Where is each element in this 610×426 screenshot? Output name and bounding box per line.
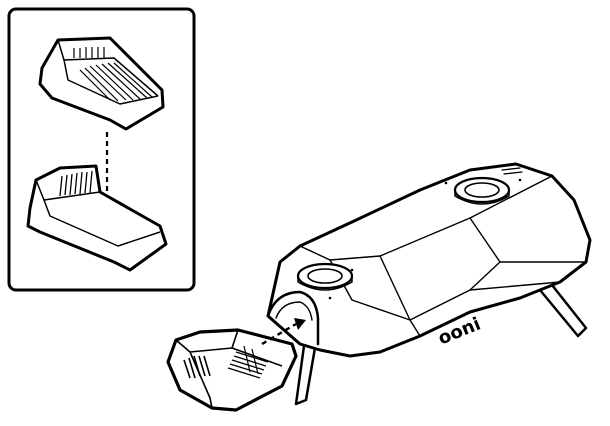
oven-front-leg <box>294 340 318 406</box>
main-insert-arrow <box>261 318 306 346</box>
front-chimney-port <box>296 262 354 291</box>
fuel-grate-part <box>38 36 165 131</box>
fuel-tray-part <box>26 164 168 272</box>
grate-slots <box>73 47 153 102</box>
pizza-oven <box>266 162 592 406</box>
main-tray-vents <box>183 355 211 379</box>
main-tray-grate <box>227 345 269 379</box>
fuel-tray-main <box>166 328 298 412</box>
tray-vents <box>59 170 93 197</box>
inset-panel <box>7 7 196 292</box>
oven-body-shell <box>266 162 592 358</box>
rear-chimney-port <box>453 176 511 205</box>
oven-mouth <box>266 290 320 346</box>
